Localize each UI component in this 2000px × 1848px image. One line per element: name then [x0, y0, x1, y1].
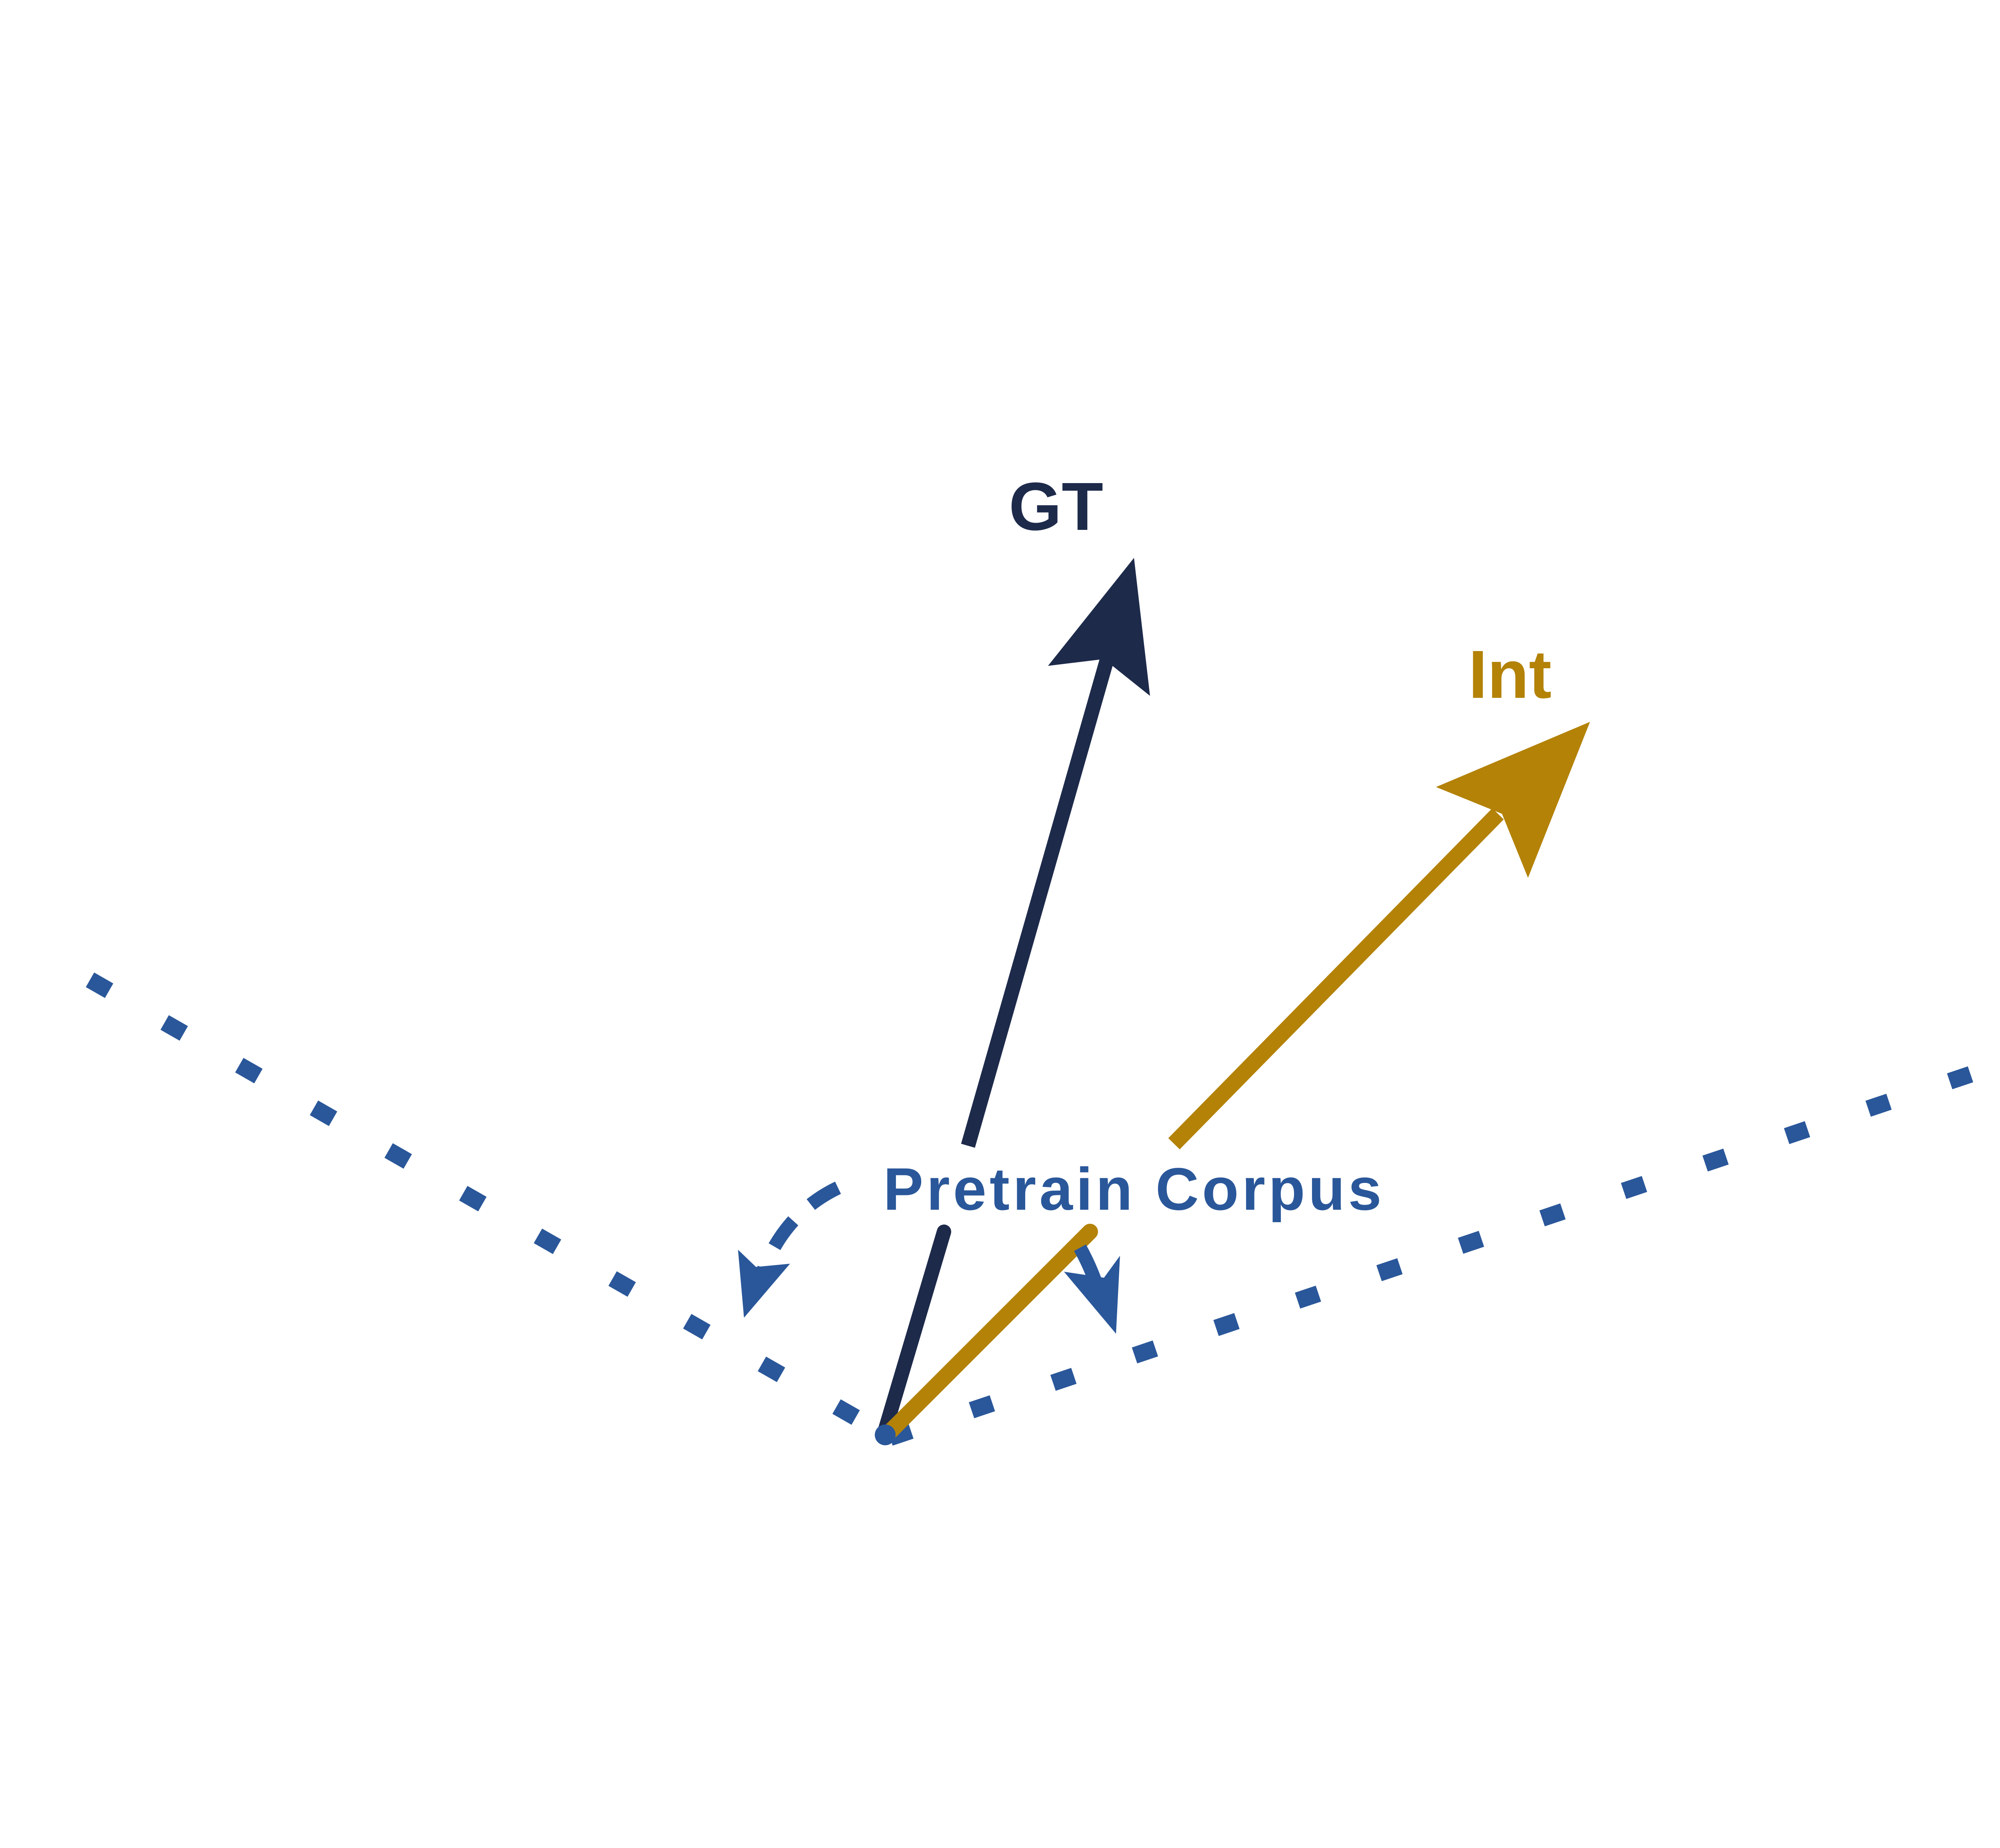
corpus-line-left [86, 972, 888, 1441]
corpus-line-right [887, 1062, 1987, 1446]
int-arrow [878, 722, 1590, 1444]
int-arrowhead [1436, 722, 1590, 878]
corpus-label: Pretrain Corpus [883, 1155, 1385, 1223]
origin-point [875, 1424, 896, 1445]
int-label: Int [1468, 637, 1552, 713]
angle-arrowhead-left [738, 1250, 790, 1318]
angle-arrowhead-right [1064, 1256, 1120, 1334]
gt-arrow [877, 558, 1150, 1441]
int-arrow-shaft-lower [878, 1224, 1098, 1444]
gt-arrowhead [1048, 558, 1150, 696]
gt-arrow-shaft-lower [877, 1225, 951, 1441]
gt-arrow-shaft-upper [961, 654, 1115, 1148]
angle-arrow-left [756, 1181, 841, 1276]
gt-label: GT [1009, 469, 1103, 545]
int-arrow-shaft-upper [1168, 808, 1504, 1150]
